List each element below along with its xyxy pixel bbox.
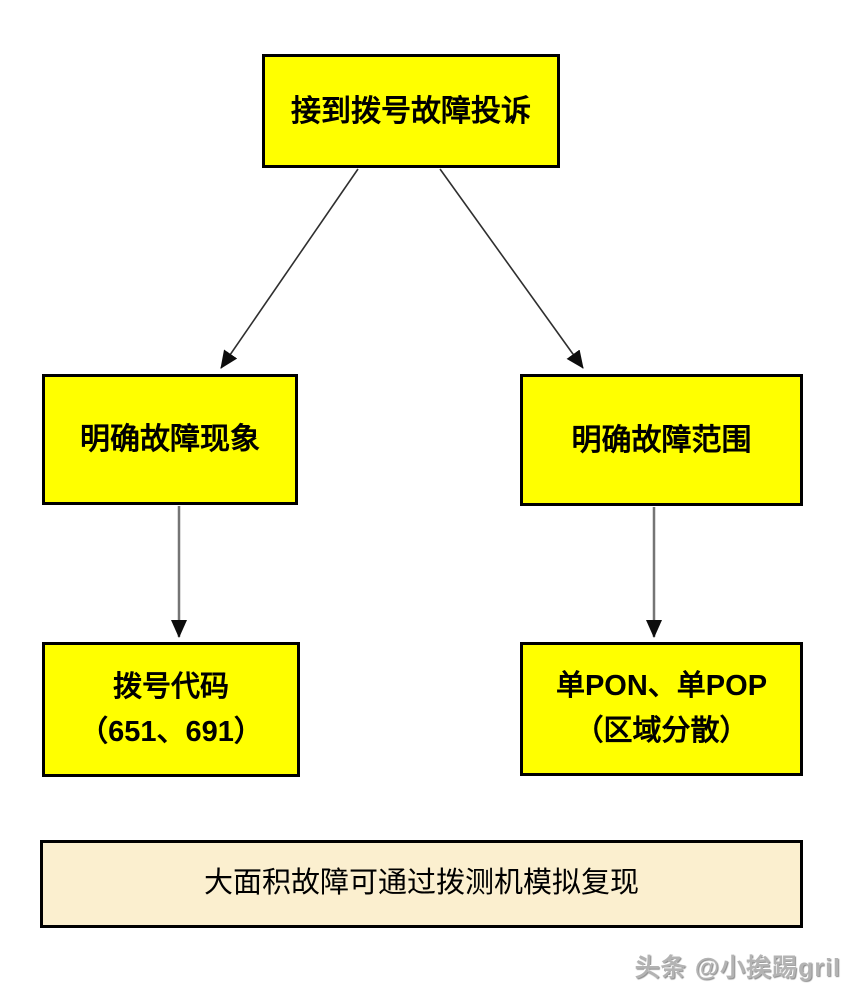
note-label: 大面积故障可通过拨测机模拟复现 [203, 867, 639, 900]
node-label-line2: （区域分散） [574, 715, 749, 747]
arrow-top-to-left-mid [220, 168, 359, 369]
node-label-line1: 单PON、单POP [555, 670, 768, 703]
node-label: 明确故障范围 [571, 423, 752, 457]
note-large-area-fault-simulation: 大面积故障可通过拨测机模拟复现 [40, 840, 803, 928]
node-identify-fault-scope: 明确故障范围 [520, 374, 803, 506]
node-label: 明确故障现象 [80, 423, 260, 456]
node-dial-codes: 拨号代码 （651、691） [42, 642, 300, 777]
toutiao-watermark: 头条 @小挨踢gril [634, 954, 841, 982]
node-identify-fault-phenomenon: 明确故障现象 [42, 374, 298, 505]
node-single-pon-pop: 单PON、单POP （区域分散） [520, 642, 803, 776]
node-label-line1: 拨号代码 [112, 670, 229, 703]
node-received-dial-fault-complaint: 接到拨号故障投诉 [262, 54, 560, 168]
arrow-top-to-right-mid [439, 168, 584, 369]
node-label: 接到拨号故障投诉 [291, 94, 531, 128]
node-label-line2: （651、691） [79, 715, 263, 748]
